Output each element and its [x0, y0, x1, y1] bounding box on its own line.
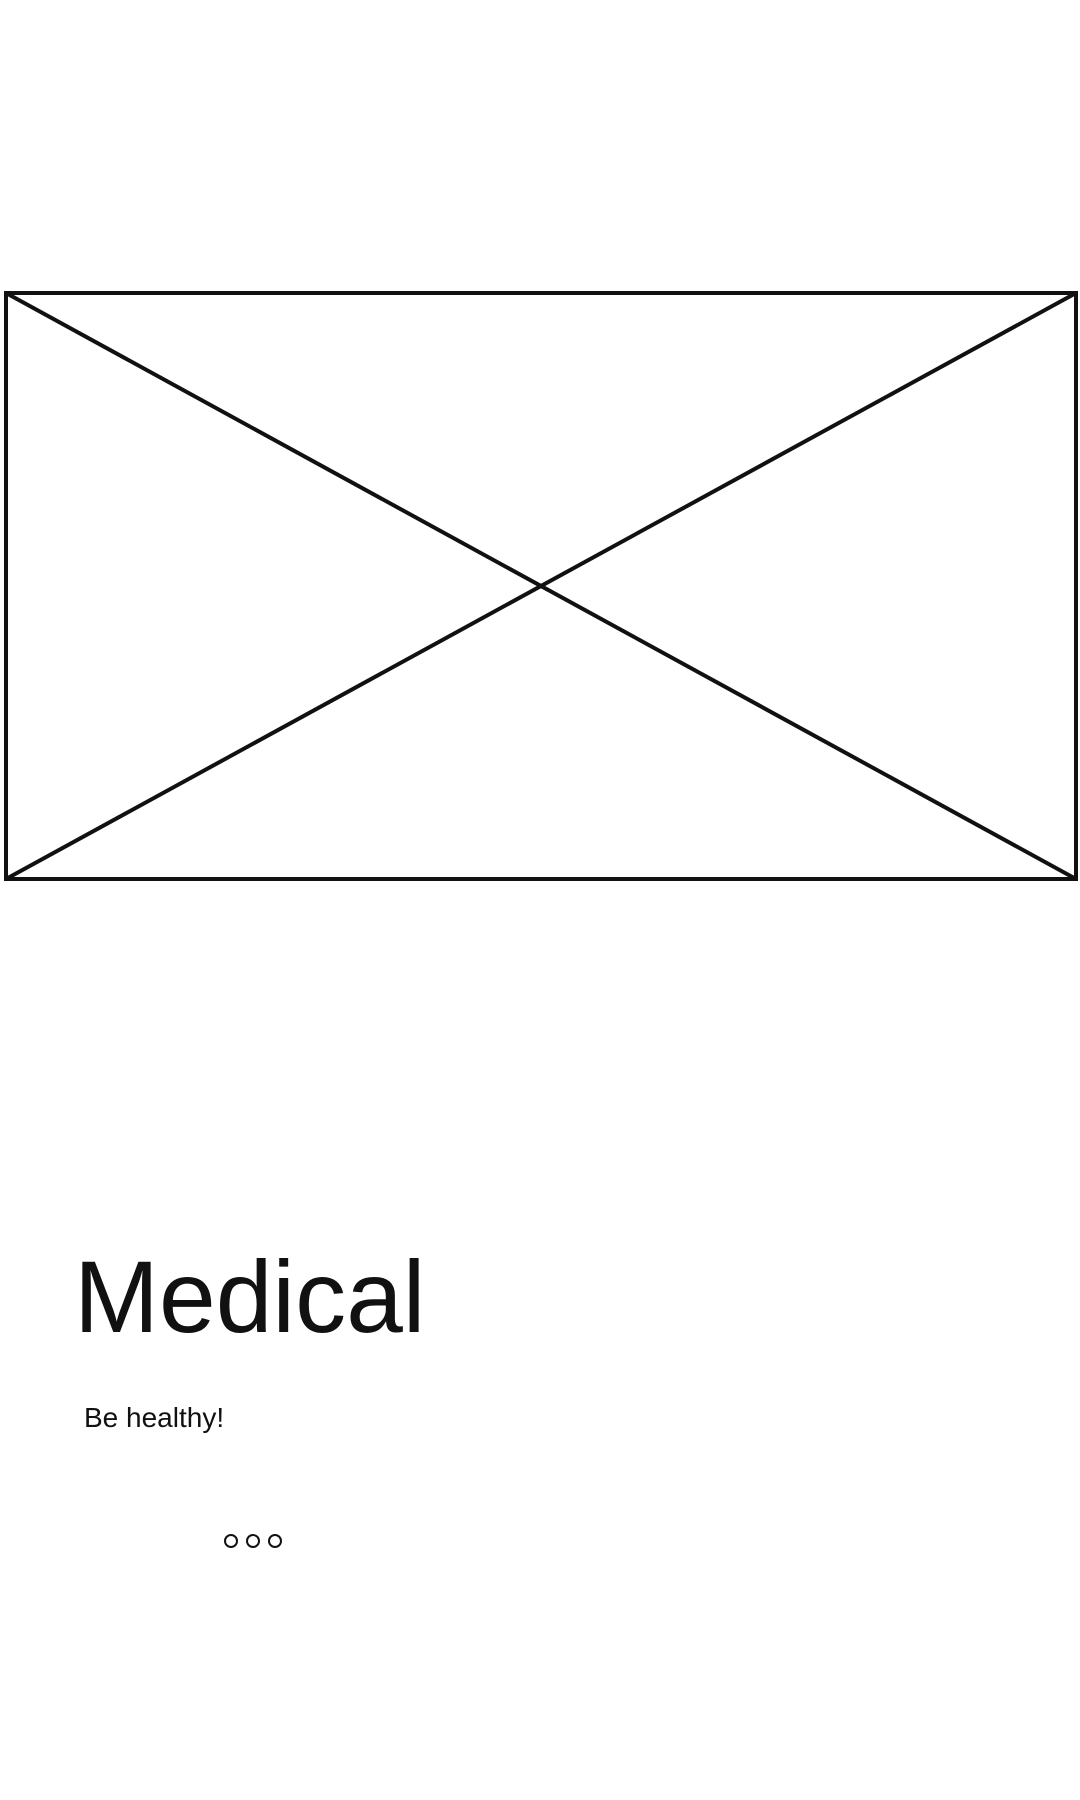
- image-placeholder-icon: [4, 291, 1078, 881]
- page-dot-3[interactable]: [268, 1534, 282, 1548]
- page-subtitle: Be healthy!: [84, 1402, 225, 1433]
- page-dot-2[interactable]: [246, 1534, 260, 1548]
- page-dot-1[interactable]: [224, 1534, 238, 1548]
- placeholder-diagonal-right: [5, 291, 1077, 881]
- page-title: Medical: [74, 1240, 426, 1354]
- page-indicator[interactable]: [224, 1533, 282, 1549]
- hero-image-placeholder: [4, 291, 1078, 881]
- placeholder-frame: [4, 291, 1078, 881]
